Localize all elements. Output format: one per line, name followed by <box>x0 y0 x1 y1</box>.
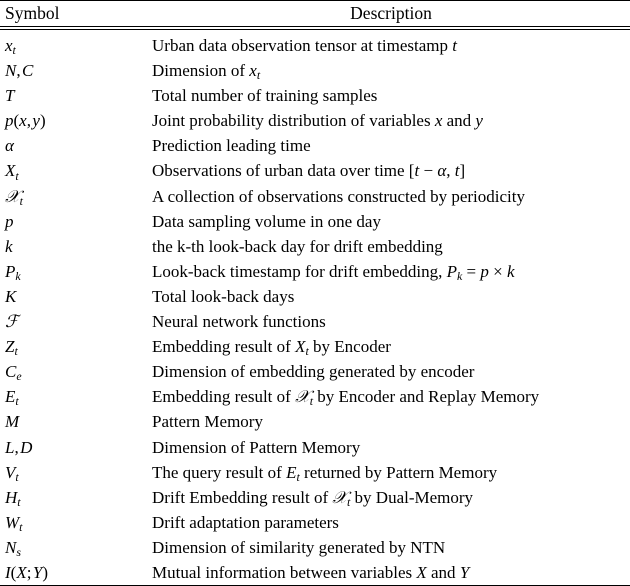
symbol-cell: Ce <box>5 362 22 384</box>
symbol-cell: Pk <box>5 261 21 283</box>
table-row: p Data sampling volume in one day <box>0 209 630 234</box>
table-row: ℱ Neural network functions <box>0 309 630 334</box>
description-cell: Observations of urban data over time [t … <box>152 161 466 181</box>
table-row: Ns Dimension of similarity generated by N… <box>0 535 630 560</box>
table-row: Zt Embedding result of Xt by Encoder <box>0 334 630 359</box>
description-cell: Data sampling volume in one day <box>152 211 381 231</box>
symbol-cell: Ht <box>5 487 21 509</box>
description-cell: Pattern Memory <box>152 412 263 432</box>
symbol-cell: Wt <box>5 512 23 534</box>
description-cell: A collection of observations constructed… <box>152 186 525 206</box>
description-cell: Dimension of similarity generated by NTN <box>152 537 446 557</box>
description-cell: Urban data observation tensor at timesta… <box>152 36 457 55</box>
column-header-symbol: Symbol <box>5 3 60 23</box>
table-row: Pk Look-back timestamp for drift embeddin… <box>0 259 630 284</box>
symbol-cell: 𝒳t <box>5 186 23 208</box>
table-rule-top <box>0 0 630 1</box>
description-cell: Total number of training samples <box>152 86 378 106</box>
description-cell: Embedding result of Xt by Encoder <box>152 337 391 359</box>
table-row: α Prediction leading time <box>0 133 630 158</box>
symbol-cell: k <box>5 236 13 256</box>
symbol-cell: M <box>5 412 20 432</box>
table-row: T Total number of training samples <box>0 83 630 108</box>
symbol-cell: N, C <box>5 61 34 81</box>
table-row: L, D Dimension of Pattern Memory <box>0 435 630 460</box>
description-cell: Neural network functions <box>152 312 326 332</box>
symbol-cell: K <box>5 286 17 306</box>
table-row: Wt Drift adaptation parameters <box>0 510 630 535</box>
symbol-cell: T <box>5 86 15 106</box>
symbol-cell: p <box>5 211 14 231</box>
table-row: N, C Dimension of xt <box>0 58 630 83</box>
table-body: xt Urban data observation tensor at times… <box>0 30 630 585</box>
description-cell: Dimension of xt <box>152 61 261 83</box>
table-row: Ce Dimension of embedding generated by en… <box>0 359 630 384</box>
table-row: I(X; Y) Mutual information between variab… <box>0 560 630 585</box>
table-row: K Total look-back days <box>0 284 630 309</box>
column-header-description-cell: Description <box>152 2 630 24</box>
symbol-cell: α <box>5 136 14 156</box>
column-header-symbol-cell: Symbol <box>0 2 152 24</box>
symbol-cell: xt <box>5 36 16 58</box>
table-header-row: Symbol Description <box>0 1 630 26</box>
description-cell: Dimension of Pattern Memory <box>152 437 361 457</box>
description-cell: Prediction leading time <box>152 136 311 156</box>
table-row: k the k-th look-back day for drift embedd… <box>0 234 630 259</box>
table-row: Xt Observations of urban data over time [… <box>0 158 630 183</box>
table-row: xt Urban data observation tensor at times… <box>0 33 630 58</box>
symbol-cell: L, D <box>5 437 33 457</box>
description-cell: the k-th look-back day for drift embeddi… <box>152 236 443 256</box>
description-cell: Joint probability distribution of variab… <box>152 111 483 131</box>
description-cell: Drift Embedding result of 𝒳t by Dual-Mem… <box>152 487 474 509</box>
description-cell: Dimension of embedding generated by enco… <box>152 362 475 382</box>
symbol-cell: Xt <box>5 161 19 183</box>
description-cell: Mutual information between variables X a… <box>152 562 470 582</box>
description-cell: Embedding result of 𝒳t by Encoder and Re… <box>152 387 540 409</box>
description-cell: Look-back timestamp for drift embedding,… <box>152 261 515 283</box>
symbol-cell: I(X; Y) <box>5 562 49 582</box>
symbol-cell: Vt <box>5 462 19 484</box>
symbol-cell: Et <box>5 387 19 409</box>
table-row: 𝒳t A collection of observations construct… <box>0 184 630 209</box>
column-header-description: Description <box>350 3 432 23</box>
symbol-cell: Zt <box>5 337 18 359</box>
table-row: p(x, y) Joint probability distribution of… <box>0 108 630 133</box>
symbol-cell: Ns <box>5 537 21 559</box>
symbol-cell: ℱ <box>5 312 19 333</box>
symbol-cell: p(x, y) <box>5 111 46 131</box>
table-row: M Pattern Memory <box>0 409 630 434</box>
table-row: Vt The query result of Et returned by Pat… <box>0 460 630 485</box>
table-row: Ht Drift Embedding result of 𝒳t by Dual-M… <box>0 485 630 510</box>
table-rule-header-double <box>0 26 630 30</box>
table-row: Et Embedding result of 𝒳t by Encoder and … <box>0 384 630 409</box>
description-cell: The query result of Et returned by Patte… <box>152 462 498 484</box>
description-cell: Drift adaptation parameters <box>152 512 339 532</box>
description-cell: Total look-back days <box>152 286 295 306</box>
